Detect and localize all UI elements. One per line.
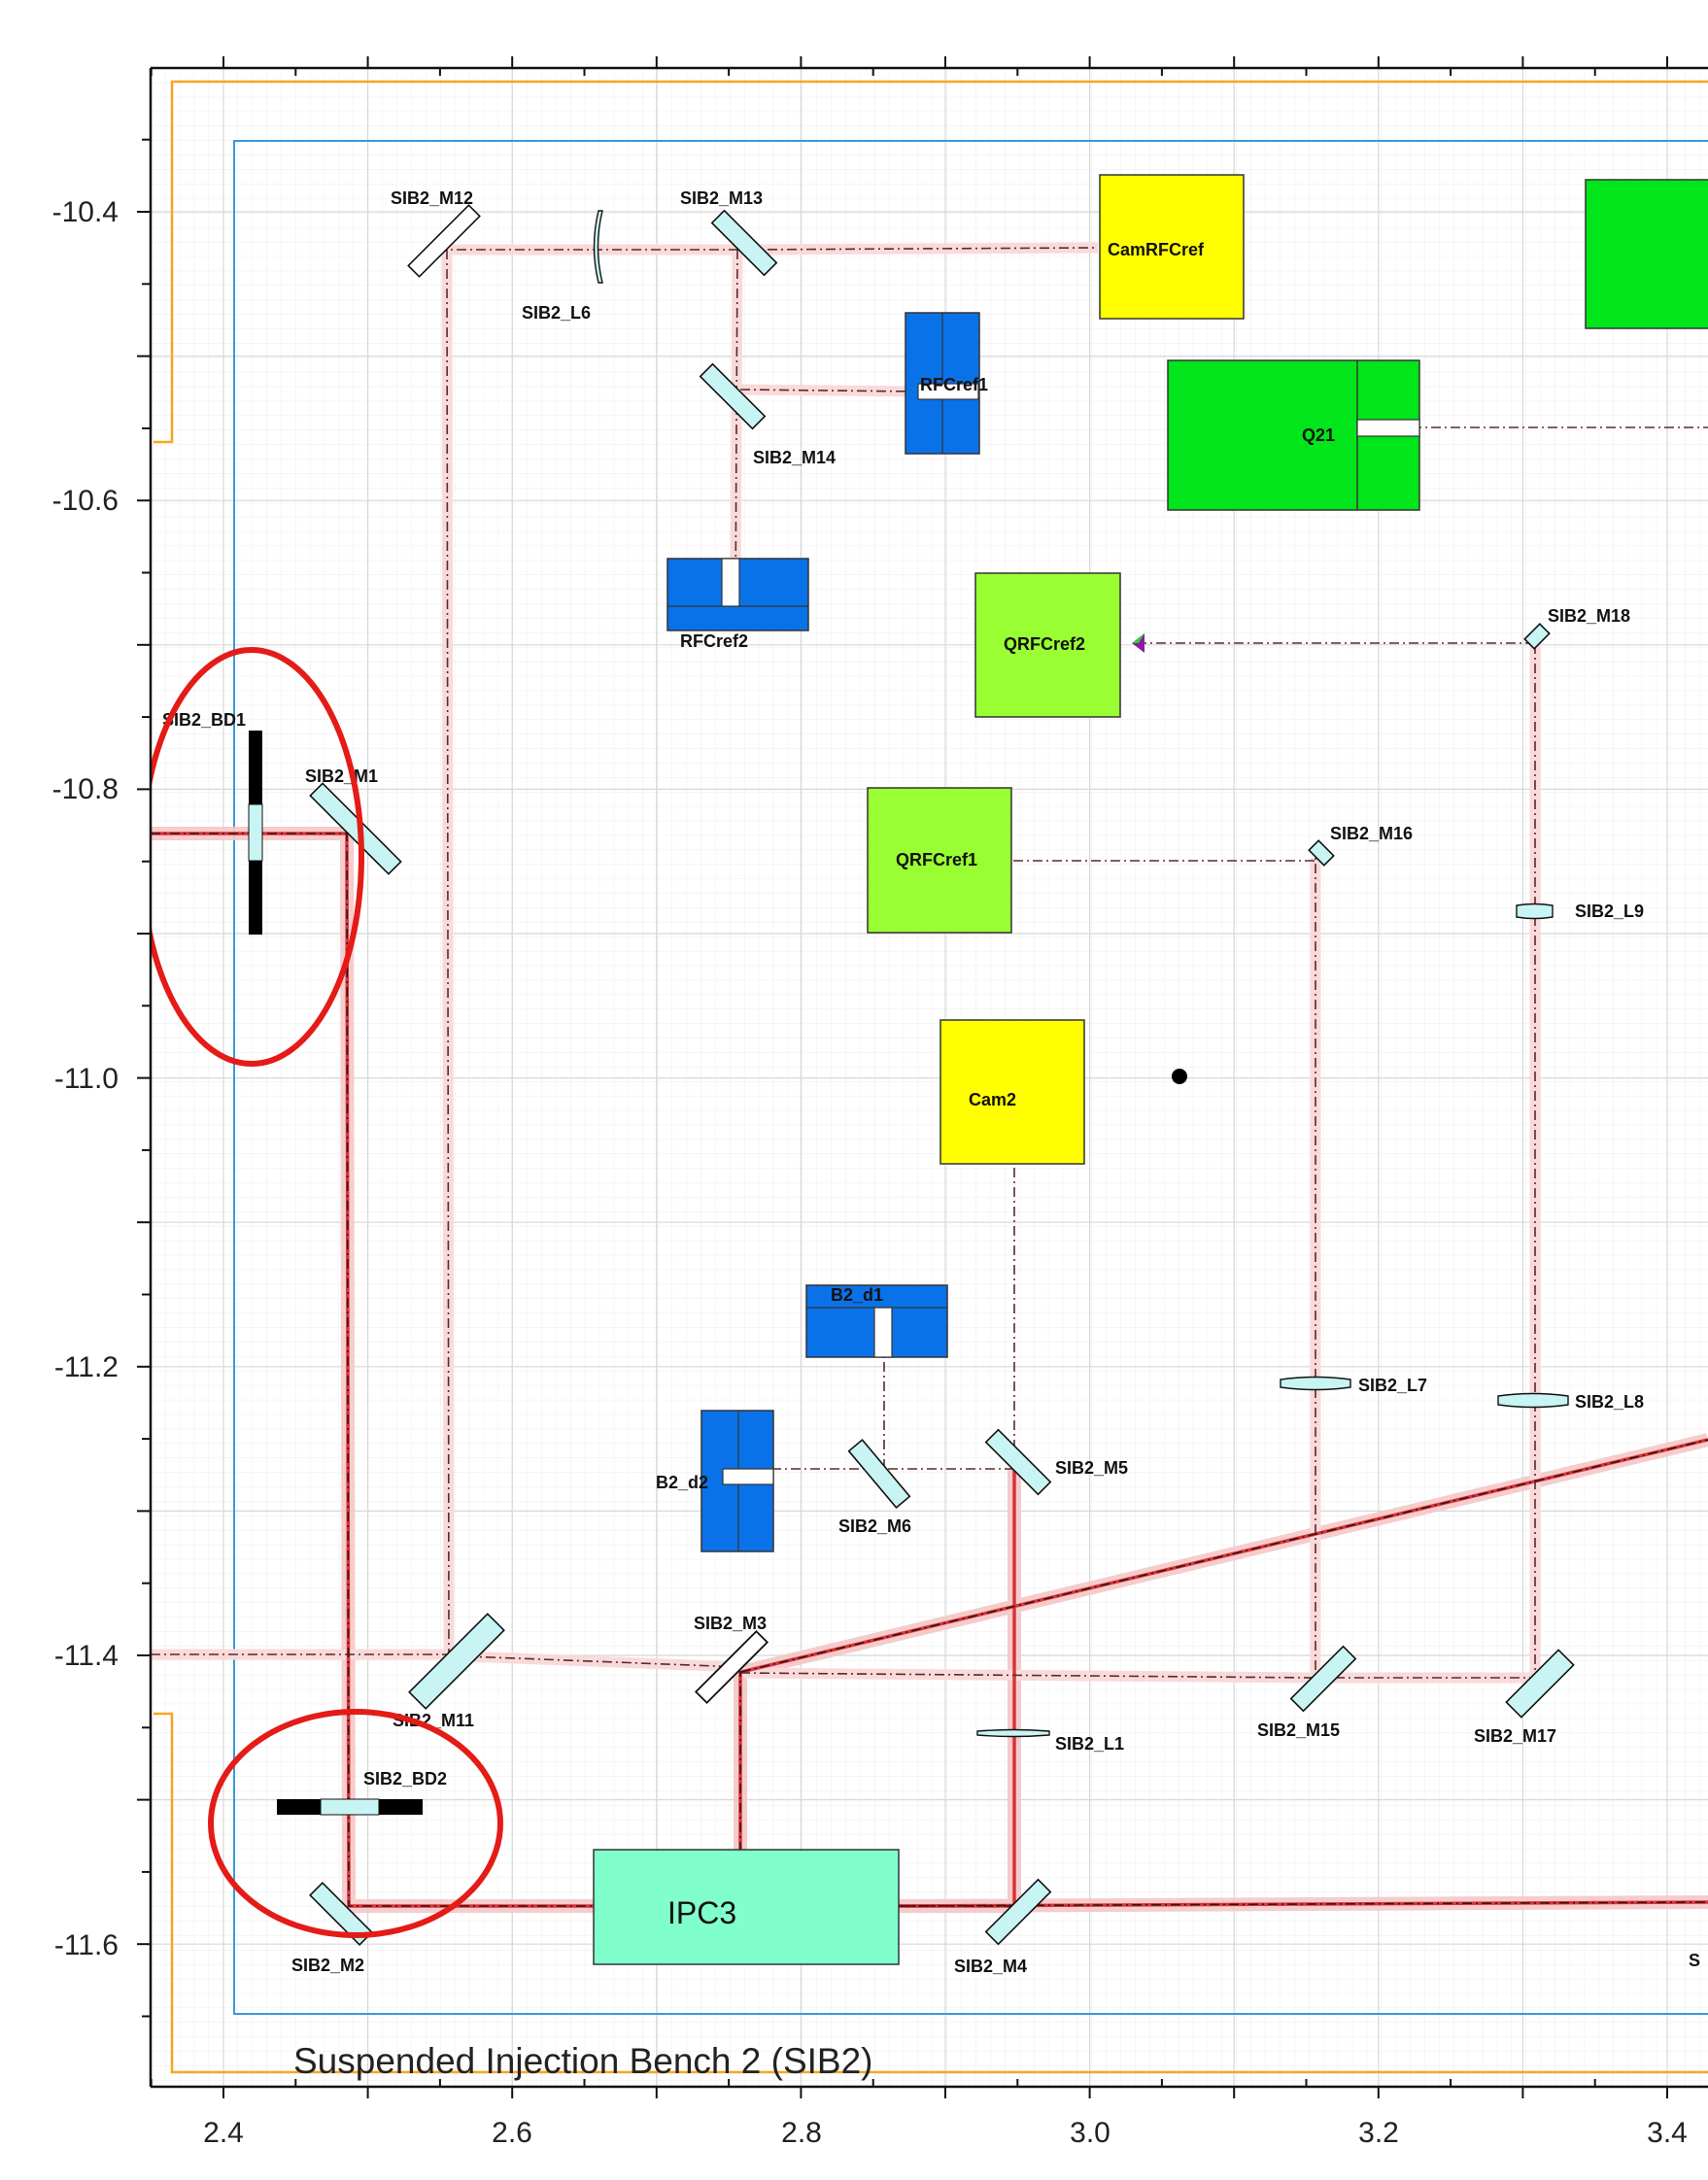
y-tick-labels: -10.4 -10.6 -10.8 -11.0 -11.2 -11.4 -11.… bbox=[52, 196, 119, 1961]
lens-l1 bbox=[976, 1728, 1050, 1738]
y-tick-label: -11.2 bbox=[54, 1351, 119, 1383]
label-l8: SIB2_L8 bbox=[1575, 1392, 1644, 1412]
x-tick-label: 2.4 bbox=[203, 2117, 244, 2149]
cam-rfcref-box bbox=[1099, 174, 1245, 320]
label-l7: SIB2_L7 bbox=[1358, 1376, 1427, 1395]
x-tick-label: 2.6 bbox=[492, 2117, 532, 2149]
y-tick-label: -10.6 bbox=[52, 485, 119, 517]
y-tick-label: -11.6 bbox=[54, 1929, 119, 1961]
x-tick-label: 3.2 bbox=[1358, 2117, 1399, 2149]
y-tick-label: -10.8 bbox=[52, 773, 119, 805]
x-tick-label: 3.0 bbox=[1070, 2117, 1110, 2149]
mirror-m5 bbox=[984, 1428, 1052, 1496]
y-tick-label: -11.4 bbox=[54, 1640, 119, 1672]
cam2-box bbox=[939, 1019, 1085, 1165]
label-qrfcref2: QRFCref2 bbox=[1004, 634, 1085, 654]
label-bd1: SIB2_BD1 bbox=[162, 710, 246, 730]
reference-dot bbox=[1172, 1069, 1187, 1084]
label-m2: SIB2_M2 bbox=[291, 1956, 364, 1975]
mirror-m18 bbox=[1523, 623, 1551, 650]
label-m11: SIB2_M11 bbox=[393, 1711, 474, 1730]
b2-d1-detector bbox=[805, 1284, 948, 1358]
mirror-m12 bbox=[407, 204, 481, 278]
label-m3: SIB2_M3 bbox=[694, 1614, 767, 1633]
label-m16: SIB2_M16 bbox=[1330, 824, 1413, 843]
label-l9: SIB2_L9 bbox=[1575, 902, 1644, 921]
label-b2-d2: B2_d2 bbox=[656, 1473, 708, 1492]
beam-dump-bd2 bbox=[277, 1798, 423, 1816]
x-tick-label: 2.8 bbox=[781, 2117, 822, 2149]
beam-dump-bd1 bbox=[248, 731, 263, 935]
qrfcref1-box bbox=[867, 787, 1012, 934]
label-m18: SIB2_M18 bbox=[1548, 606, 1630, 626]
axes-frame bbox=[137, 56, 1708, 2098]
mirror-m13 bbox=[710, 209, 778, 277]
x-tick-labels: 2.4 2.6 2.8 3.0 3.2 3.4 bbox=[203, 2117, 1688, 2149]
mirror-m3 bbox=[694, 1629, 769, 1705]
label-q21: Q21 bbox=[1302, 426, 1335, 445]
mirror-m14 bbox=[699, 362, 767, 430]
rfcref1-detector bbox=[905, 312, 980, 455]
label-b2-d1: B2_d1 bbox=[831, 1285, 883, 1305]
lens-l7 bbox=[1280, 1376, 1351, 1391]
label-m4: SIB2_M4 bbox=[954, 1957, 1027, 1976]
label-l6: SIB2_L6 bbox=[522, 303, 591, 323]
y-tick-label: -10.4 bbox=[52, 196, 119, 228]
label-m6: SIB2_M6 bbox=[838, 1516, 911, 1536]
highlight-ellipse-bd2 bbox=[208, 1709, 503, 1938]
mirror-m2 bbox=[309, 1882, 373, 1946]
q21-box bbox=[1167, 359, 1420, 511]
ipc3-box bbox=[593, 1849, 900, 1965]
bench-title: Suspended Injection Bench 2 (SIB2) bbox=[293, 2041, 873, 2081]
mirror-m17 bbox=[1505, 1649, 1575, 1719]
label-cam-rfcref: CamRFCref bbox=[1108, 240, 1205, 259]
highlight-ellipse-bd1 bbox=[151, 647, 364, 1067]
label-m15: SIB2_M15 bbox=[1257, 1720, 1340, 1740]
y-tick-label: -11.0 bbox=[54, 1063, 119, 1095]
beam-paths bbox=[151, 242, 1708, 1913]
mirror-m16 bbox=[1308, 839, 1335, 867]
mirror-m15 bbox=[1289, 1645, 1357, 1713]
label-qrfcref1: QRFCref1 bbox=[896, 850, 977, 869]
label-rfcref1: RFCref1 bbox=[920, 375, 988, 394]
label-m13: SIB2_M13 bbox=[680, 188, 763, 208]
x-tick-label: 3.4 bbox=[1647, 2117, 1688, 2149]
label-l1: SIB2_L1 bbox=[1055, 1734, 1124, 1754]
inner-outline bbox=[233, 140, 1708, 2015]
mirror-m6 bbox=[847, 1438, 911, 1510]
label-m14: SIB2_M14 bbox=[753, 448, 836, 467]
qrfcref2-box bbox=[974, 572, 1144, 718]
b2-d2-detector bbox=[700, 1410, 774, 1552]
label-m12: SIB2_M12 bbox=[391, 188, 473, 208]
label-cut-off: S bbox=[1689, 1951, 1700, 1970]
lens-l9 bbox=[1516, 903, 1554, 920]
label-ipc3: IPC3 bbox=[667, 1895, 736, 1930]
label-m1: SIB2_M1 bbox=[305, 766, 378, 786]
bench-outline-lower bbox=[154, 1712, 1708, 2074]
green-block-top-right bbox=[1585, 179, 1708, 329]
bench-outline bbox=[154, 80, 1708, 444]
label-m17: SIB2_M17 bbox=[1474, 1726, 1556, 1746]
label-m5: SIB2_M5 bbox=[1055, 1458, 1128, 1478]
mirror-m4 bbox=[984, 1878, 1052, 1946]
label-bd2: SIB2_BD2 bbox=[363, 1769, 447, 1788]
label-cam2: Cam2 bbox=[969, 1090, 1016, 1109]
rfcref2-detector bbox=[666, 558, 809, 631]
plot-area: CamRFCref Q21 RFCref1 RFCref2 QRFCref2 Q… bbox=[151, 68, 1708, 2087]
lens-l6 bbox=[593, 210, 603, 284]
label-rfcref2: RFCref2 bbox=[680, 631, 748, 651]
mirror-m11 bbox=[408, 1613, 505, 1710]
lens-l8 bbox=[1497, 1392, 1569, 1409]
